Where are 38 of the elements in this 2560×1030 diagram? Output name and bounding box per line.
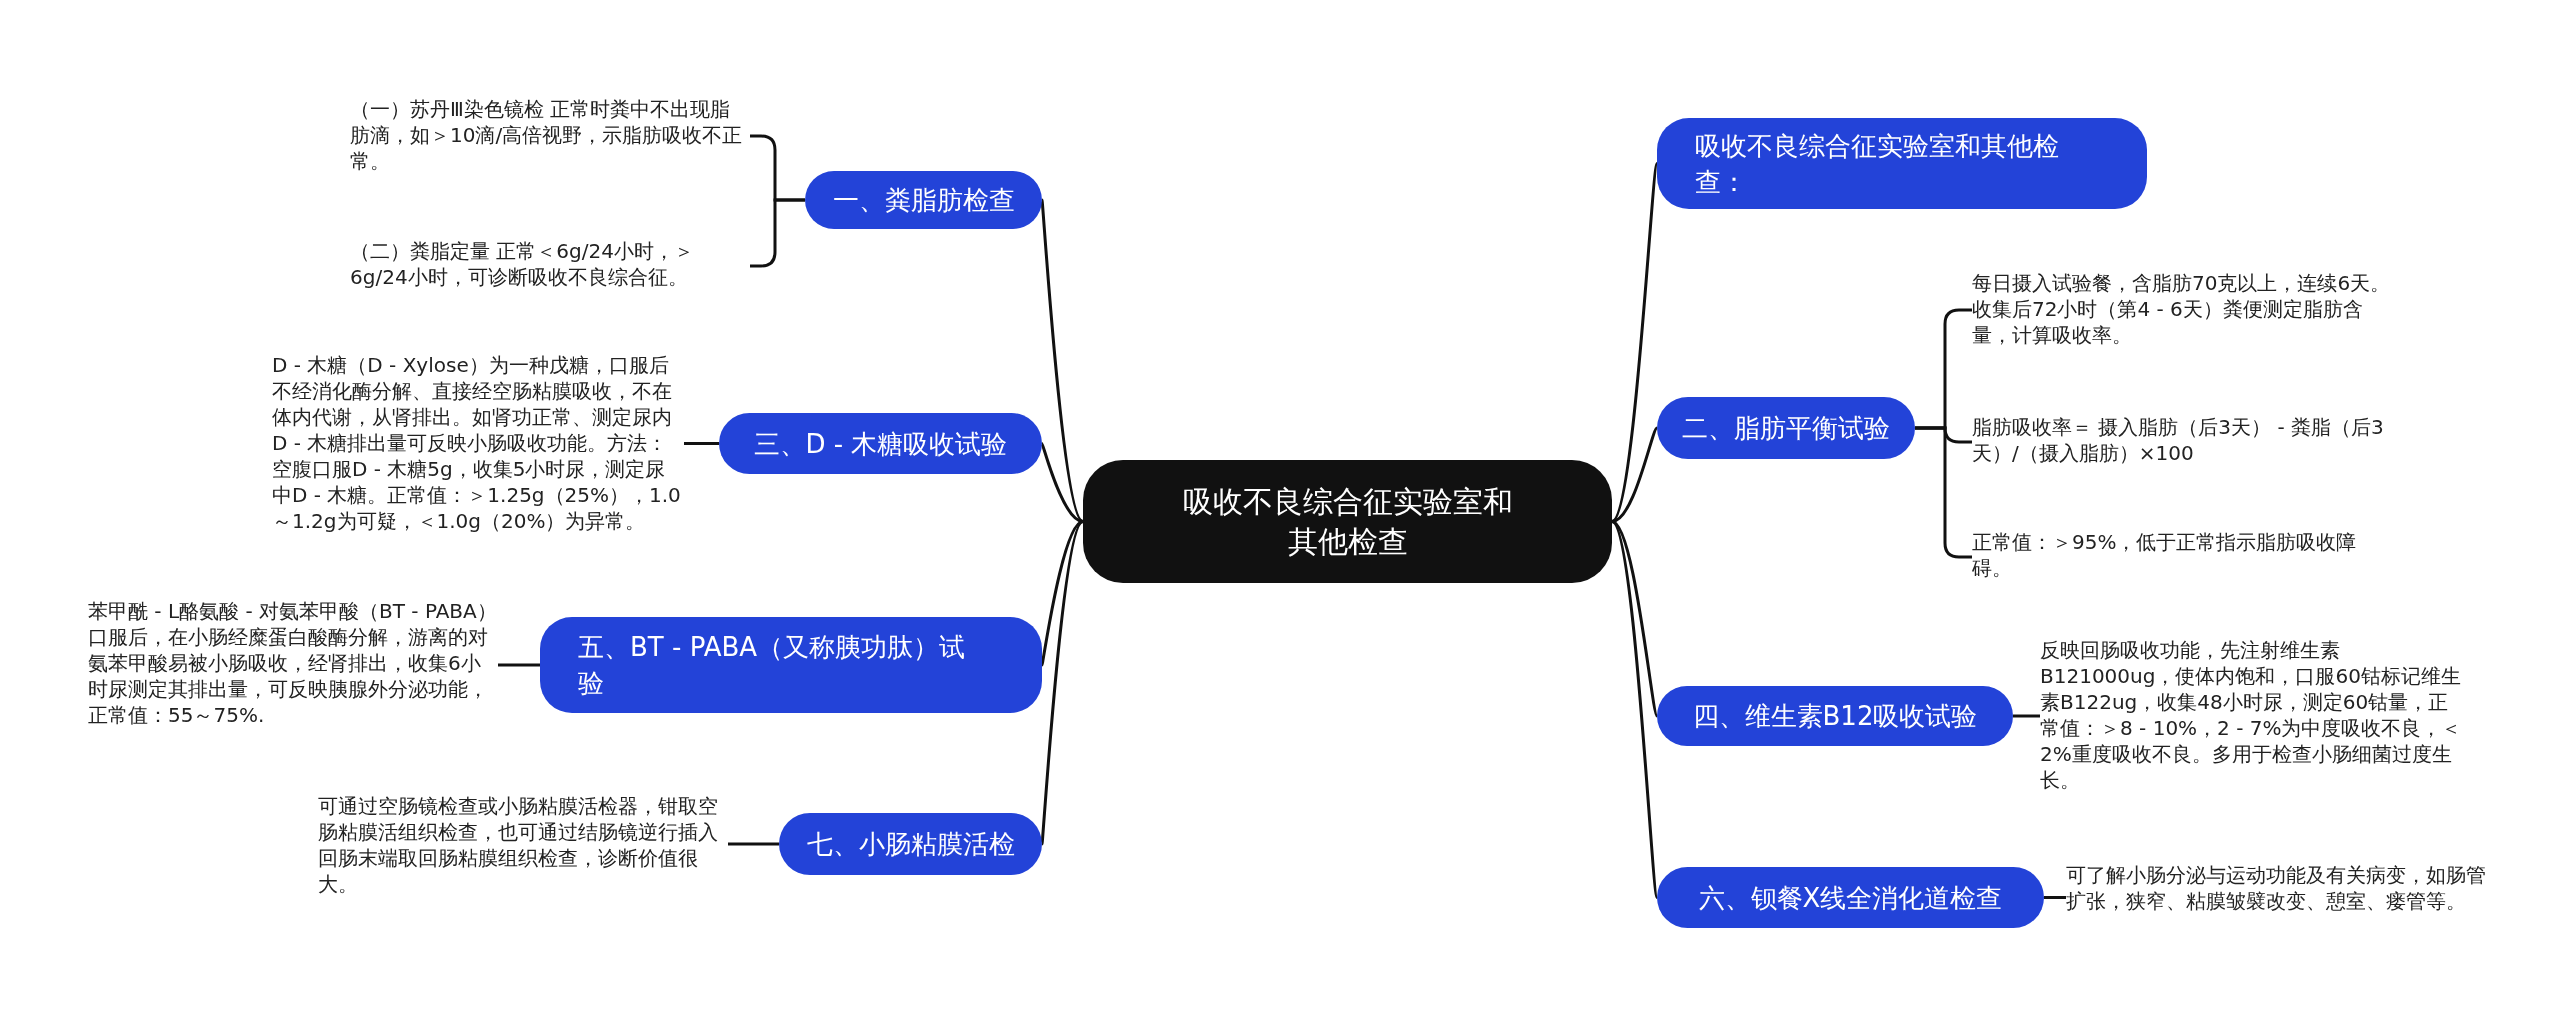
note-text: （二）粪脂定量 正常＜6g/24小时，＞6g/24小时，可诊断吸收不良综合征。 <box>350 238 750 290</box>
branch-topic-pill <box>805 171 1042 229</box>
connector-line <box>1610 520 1659 898</box>
note-text: （一）苏丹Ⅲ染色镜检 正常时粪中不出现脂肪滴，如＞10滴/高倍视野，示脂肪吸收不正常。 <box>350 96 750 174</box>
connector-line <box>498 663 540 667</box>
branch-topic-pill <box>540 617 1042 713</box>
topic-label: 二、脂肪平衡试验 <box>1682 412 1890 445</box>
central-topic-pill <box>1083 460 1612 583</box>
topic-label: 五、BT - PABA（又称胰功肽）试验 <box>578 631 967 700</box>
central-topic-label: 吸收不良综合征实验室和其他检查 <box>1181 482 1514 561</box>
branch-topic-pill <box>779 813 1042 875</box>
topic-label: 四、维生素B12吸收试验 <box>1692 700 1978 733</box>
connector-line <box>1040 199 1085 523</box>
connector-line <box>2044 896 2066 899</box>
connector-line <box>684 442 719 445</box>
topic-label: 一、粪脂肪检查 <box>832 184 1015 217</box>
topic-label: 七、小肠粘膜活检 <box>806 828 1015 861</box>
connector-line <box>1040 520 1085 845</box>
connector-line <box>1611 427 1659 523</box>
topic-label: 吸收不良综合征实验室和其他检查： <box>1695 129 2060 199</box>
branch-topic-pill <box>719 413 1042 474</box>
note-text: 脂肪吸收率＝ 摄入脂肪（后3天） - 粪脂（后3天）/（摄入脂肪）×100 <box>1972 414 2392 466</box>
note-text: D - 木糖（D - Xylose）为一种戊糖，口服后不经消化酶分解、直接经空肠粘膜吸收，不在体内代谢，从肾排出。如肾功正常、测定尿内D - 木糖排出量可反映小肠吸收功能。方法：空腹口服D - 木糖5g，收集5小时尿，测定尿中D - 木糖。正常值：＞1.25g（25%），1.0～1.2g为可疑，＜1.0g（20%）为异常。 <box>272 352 684 534</box>
note-text: 可通过空肠镜检查或小肠粘膜活检器，钳取空肠粘膜活组织检查，也可通过结肠镜逆行插入回肠末端取回肠粘膜组织检查，诊断价值很大。 <box>318 793 728 897</box>
note-text: 反映回肠吸收功能，先注射维生素B121000ug，使体内饱和，口服60钴标记维生素B122ug，收集48小时尿，测定60钴量，正常值：＞8 - 10%，2 - 7%为中度吸收不良，＜2%重度吸收不良。多用于检查小肠细菌过度生长。 <box>2040 637 2465 793</box>
connector-line <box>2013 714 2040 718</box>
connector-line <box>1610 163 1659 523</box>
note-text: 正常值：＞95%，低于正常指示脂肪吸收障碍。 <box>1972 529 2392 581</box>
topic-label: 三、D - 木糖吸收试验 <box>753 427 1008 461</box>
connector-line <box>1040 443 1084 523</box>
note-text: 可了解小肠分泌与运动功能及有关病变，如肠管扩张，狭窄、粘膜皱襞改变、憩室、瘘管等。 <box>2066 862 2496 914</box>
branch-topic-pill <box>1657 867 2044 928</box>
note-text: 苯甲酰 - L酪氨酸 - 对氨苯甲酸（BT - PABA）口服后，在小肠经糜蛋白酸酶分解，游离的对氨苯甲酸易被小肠吸收，经肾排出，收集6小时尿测定其排出量，可反映胰腺外分泌功能，正常值：55～75%. <box>88 598 498 728</box>
note-text: 每日摄入试验餐，含脂肪70克以上，连续6天。收集后72小时（第4 - 6天）粪便测定脂肪含量，计算吸收率。 <box>1972 270 2392 348</box>
branch-topic-pill <box>1657 686 2013 746</box>
topic-label: 六、钡餐X线全消化道检查 <box>1698 881 2003 915</box>
connector-line <box>728 842 779 846</box>
branch-topic-pill <box>1657 118 2147 209</box>
